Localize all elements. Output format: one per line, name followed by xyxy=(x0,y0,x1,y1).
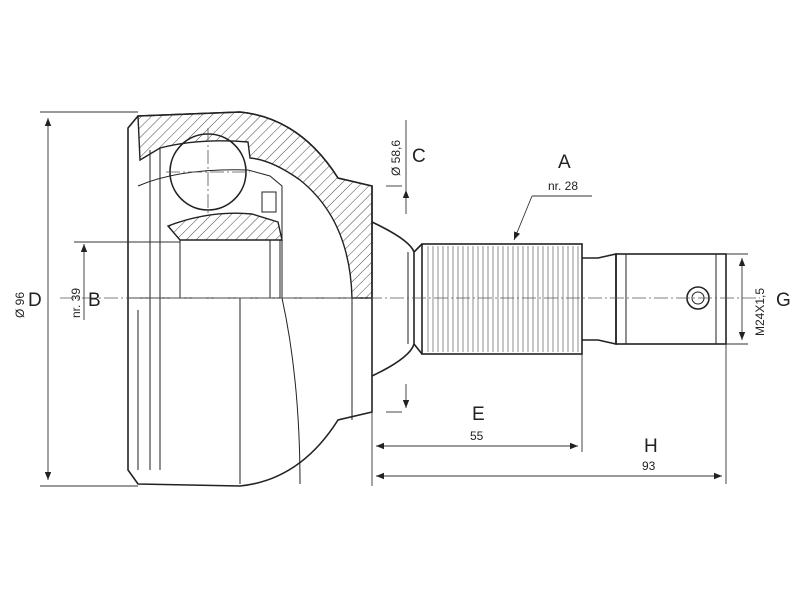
dim-h-value: 93 xyxy=(642,459,656,473)
label-c: C xyxy=(412,146,426,167)
dimension-c xyxy=(386,120,410,413)
spline-lines xyxy=(427,246,579,352)
inner-race-hatch xyxy=(166,212,283,241)
dimension-h xyxy=(376,344,727,484)
joint-neck xyxy=(371,221,415,377)
dimension-b xyxy=(74,241,180,320)
dim-c-value: Ø 58,6 xyxy=(389,140,403,176)
joint-housing xyxy=(127,111,373,487)
label-e: E xyxy=(472,404,485,425)
dim-e-value: 55 xyxy=(470,429,484,443)
dimension-g xyxy=(726,253,748,345)
dim-d-value: Ø 96 xyxy=(13,292,27,318)
dim-a-value: nr. 28 xyxy=(548,179,578,193)
label-d: D xyxy=(28,290,42,311)
label-b: B xyxy=(88,290,101,311)
housing-section-hatch xyxy=(137,111,373,299)
dim-g-value: M24X1,5 xyxy=(753,288,767,336)
label-g: G xyxy=(776,290,791,311)
dim-b-value: nr. 39 xyxy=(69,288,83,318)
dimension-a-leader xyxy=(513,195,592,241)
label-h: H xyxy=(644,436,658,457)
dimension-e xyxy=(371,354,583,486)
threaded-stub xyxy=(582,253,727,345)
dimension-d xyxy=(40,111,138,487)
label-a: A xyxy=(558,152,571,173)
splined-shaft xyxy=(413,243,583,355)
